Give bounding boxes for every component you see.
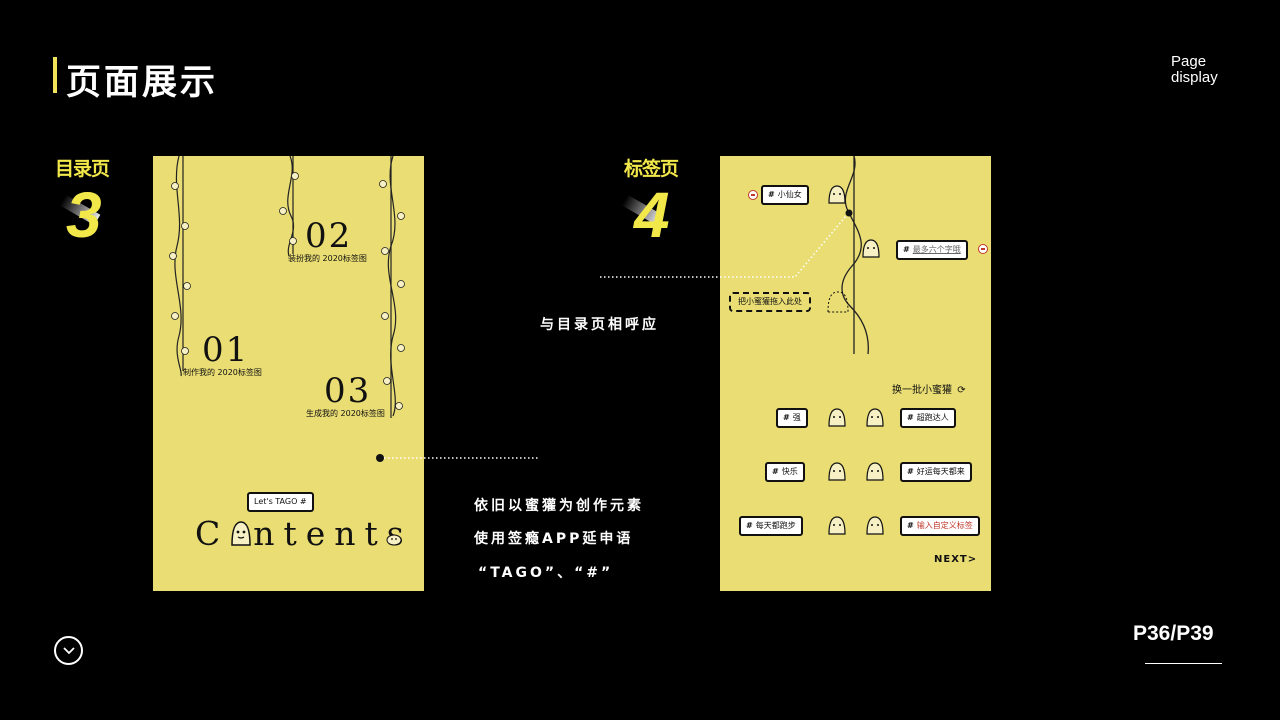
honey-badger-icon[interactable] — [860, 237, 882, 259]
hash-icon: # — [772, 467, 779, 476]
section-number-4: 4 — [634, 179, 670, 251]
tag-row-2-left-label: 快乐 — [781, 467, 798, 476]
honey-badger-icon[interactable] — [864, 514, 886, 536]
tag-vine-decoration — [827, 156, 869, 355]
contents-number-03: 03 — [324, 371, 372, 411]
tag-row-3-left-label: 每天都跑步 — [755, 521, 796, 530]
next-button[interactable]: NEXT> — [934, 554, 978, 565]
tag-page-preview: #小仙女 #最多六个字哦 把小蜜獾拖入此处 换一批小蜜獾 ⟳ #强 #超跑达人 … — [720, 156, 991, 591]
contents-number-01: 01 — [202, 330, 250, 370]
tag-row-1-right[interactable]: #超跑达人 — [900, 408, 956, 428]
refresh-badgers-label: 换一批小蜜獾 — [892, 385, 952, 396]
tag-row-1-left[interactable]: #强 — [776, 408, 808, 428]
honey-badger-icon — [231, 521, 252, 546]
refresh-icon: ⟳ — [957, 385, 966, 396]
honey-badger-icon[interactable] — [864, 460, 886, 482]
drop-zone-label: 把小蜜獾拖入此处 — [738, 297, 802, 306]
contents-page-preview: 02 装扮我的 2020标签图 01 制作我的 2020标签图 03 生成我的 … — [153, 156, 424, 591]
tag-input-max-six[interactable]: #最多六个字哦 — [896, 240, 968, 260]
tag-row-3-right-custom[interactable]: #输入自定义标签 — [900, 516, 980, 536]
tag-row-1-left-label: 强 — [792, 413, 801, 422]
tag-row-1-right-label: 超跑达人 — [916, 413, 949, 422]
lets-tago-text: Let's TAGO # — [254, 497, 307, 506]
honey-badger-icon[interactable] — [826, 514, 848, 536]
hash-icon: # — [746, 521, 753, 530]
remove-tag-icon[interactable] — [978, 244, 988, 254]
tag-xiaoxiannv[interactable]: #小仙女 — [761, 185, 809, 205]
description-line-3: “TAGO”、“#” — [478, 565, 614, 581]
tag-row-2-right[interactable]: #好运每天都来 — [900, 462, 972, 482]
drop-zone[interactable]: 把小蜜獾拖入此处 — [729, 292, 811, 312]
scroll-down-button[interactable] — [54, 636, 83, 665]
hash-icon: # — [903, 245, 910, 254]
tag-row-2-left[interactable]: #快乐 — [765, 462, 805, 482]
remove-tag-icon[interactable] — [748, 190, 758, 200]
hash-icon: # — [907, 521, 914, 530]
hash-icon: # — [768, 190, 775, 199]
page-title: 页面展示 — [66, 63, 219, 103]
page-display-label: Page display — [1171, 54, 1218, 86]
vine-decoration — [169, 156, 405, 418]
honey-badger-icon[interactable] — [864, 406, 886, 428]
page-display-line-2: display — [1171, 69, 1218, 86]
refresh-badgers-button[interactable]: 换一批小蜜獾 ⟳ — [892, 381, 966, 396]
hash-icon: # — [907, 413, 914, 422]
tag-xiaoxiannv-label: 小仙女 — [777, 190, 802, 199]
hash-icon: # — [907, 467, 914, 476]
page-number: P36/P39 — [1133, 622, 1214, 645]
honey-badger-icon[interactable] — [826, 460, 848, 482]
description-line-1: 依旧以蜜獾为创作元素 — [474, 498, 644, 514]
hash-icon: # — [783, 413, 790, 422]
contents-first-letter: C — [195, 514, 230, 553]
honey-badger-icon[interactable] — [826, 406, 848, 428]
echo-caption: 与目录页相呼应 — [540, 317, 659, 333]
section-label-contents: 目录页 — [55, 158, 110, 180]
description-line-2: 使用签瘾APP延申语 — [474, 531, 634, 547]
chevron-down-icon — [62, 646, 75, 654]
connector-dot — [376, 454, 384, 462]
contents-caption-03: 生成我的 2020标签图 — [306, 409, 385, 418]
tag-custom-input-label: 输入自定义标签 — [916, 521, 973, 530]
contents-number-02: 02 — [305, 216, 353, 256]
page-display-line-1: Page — [1171, 53, 1207, 70]
section-number-3: 3 — [66, 179, 102, 251]
tag-input-max-six-placeholder: 最多六个字哦 — [912, 245, 961, 254]
tag-row-2-right-label: 好运每天都来 — [916, 467, 965, 476]
mini-honey-badger-icon — [386, 534, 402, 546]
tag-row-3-left[interactable]: #每天都跑步 — [739, 516, 803, 536]
section-label-tags: 标签页 — [624, 158, 679, 180]
contents-caption-01: 制作我的 2020标签图 — [183, 368, 262, 377]
title-accent-bar — [53, 57, 57, 93]
contents-caption-02: 装扮我的 2020标签图 — [288, 254, 367, 263]
honey-badger-icon[interactable] — [826, 183, 848, 205]
lets-tago-bubble: Let's TAGO # — [247, 492, 314, 512]
contents-heading: C ntents — [195, 514, 413, 553]
contents-rest-letters: ntents — [253, 514, 413, 553]
page-number-underline — [1145, 663, 1222, 664]
